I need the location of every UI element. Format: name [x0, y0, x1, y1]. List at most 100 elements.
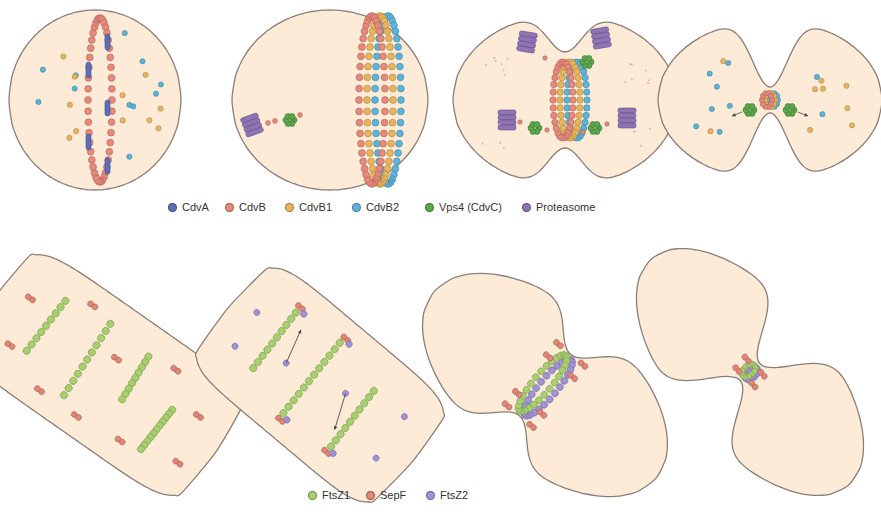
legend-entry: FtsZ1 — [308, 489, 350, 502]
ring-bead — [365, 140, 372, 147]
legend-entry: Vps4 (CdvC) — [425, 201, 502, 214]
free-protein — [400, 412, 408, 420]
degraded-peptide — [648, 79, 650, 81]
proteasome-ring — [516, 45, 535, 53]
degraded-peptide — [631, 78, 633, 80]
ring-bead — [377, 35, 384, 42]
free-protein — [72, 86, 77, 91]
cdva-patch — [105, 158, 110, 174]
vps4-symbol — [783, 104, 797, 117]
free-protein — [543, 56, 547, 60]
ring-bead — [558, 81, 564, 87]
ring-bead — [577, 97, 583, 103]
proteasome-symbol — [618, 108, 636, 128]
ring-bead — [381, 119, 388, 126]
degraded-peptide — [501, 63, 503, 65]
free-protein — [709, 106, 714, 111]
ring-bead — [397, 85, 404, 92]
proteasome-ring — [618, 123, 636, 128]
free-protein — [273, 119, 278, 124]
proteasome-ring — [618, 118, 636, 123]
vps4-subunit — [749, 104, 755, 110]
ring-bead — [551, 81, 557, 87]
ring-bead — [576, 81, 582, 87]
cdva-patch — [86, 62, 91, 78]
degraded-peptide — [649, 128, 651, 130]
degraded-peptide — [493, 57, 495, 59]
vps4-subunit — [534, 122, 540, 128]
ring-bead — [108, 85, 115, 92]
cell-membrane — [232, 10, 428, 190]
ring-bead — [85, 119, 92, 126]
ring-bead — [364, 108, 371, 115]
cell-membrane — [183, 254, 457, 516]
cell — [9, 10, 181, 190]
ring-bead — [393, 35, 400, 42]
ring-bead — [108, 64, 115, 71]
legend-swatch — [308, 491, 317, 500]
filament-bead — [59, 390, 69, 400]
free-protein — [820, 112, 825, 117]
ring-bead — [390, 97, 397, 104]
legend-label: CdvB — [239, 201, 266, 214]
degraded-peptide — [624, 81, 626, 83]
free-protein — [231, 342, 239, 350]
free-protein — [808, 127, 813, 132]
sepf-dimer — [505, 403, 513, 411]
ring-bead — [364, 97, 371, 104]
cell — [658, 29, 881, 171]
ring-bead — [550, 378, 560, 388]
legend-label: CdvB2 — [366, 201, 399, 214]
free-protein — [67, 135, 72, 140]
legend-label: FtsZ2 — [440, 489, 468, 502]
degraded-peptide — [504, 74, 506, 76]
ring-bead — [356, 85, 363, 92]
cell — [453, 22, 677, 178]
sepf-dimer — [74, 413, 82, 421]
free-protein — [156, 126, 161, 131]
sepf-dimer — [174, 367, 182, 375]
free-protein — [721, 59, 726, 64]
movement-arrow — [278, 330, 308, 363]
ring-bead — [385, 158, 392, 165]
ring-bead — [384, 28, 391, 35]
ring-bead — [569, 112, 575, 118]
ring-bead — [584, 97, 590, 103]
cell — [183, 254, 457, 516]
proteasome-symbol — [498, 110, 516, 130]
legend-entry: CdvB2 — [352, 201, 399, 214]
proteasome-ring — [245, 127, 264, 138]
vps4-symbol — [580, 56, 594, 69]
free-protein — [36, 99, 41, 104]
ring-bead — [365, 63, 372, 70]
ring-bead — [389, 85, 396, 92]
ring-bead — [356, 119, 363, 126]
ring-bead — [107, 54, 114, 61]
ring-bead — [356, 74, 363, 81]
ring-bead — [564, 97, 570, 103]
ring-bead — [568, 119, 574, 125]
ring-bead — [372, 74, 379, 81]
sepf-dimer — [556, 342, 564, 350]
filament-bead — [345, 340, 354, 349]
proteasome-symbol — [590, 27, 611, 50]
ring-bead — [398, 97, 405, 104]
sepf-dimer — [8, 343, 16, 351]
ring-bead — [389, 130, 396, 137]
legend-entry: FtsZ2 — [426, 489, 468, 502]
ring-bead — [87, 45, 94, 52]
free-protein — [372, 454, 380, 462]
cdva-patch — [86, 134, 91, 150]
ring-bead — [582, 74, 588, 80]
legend-swatch — [285, 203, 294, 212]
ring-bead — [388, 140, 395, 147]
vps4-symbol — [528, 122, 542, 135]
ring-bead — [360, 158, 367, 165]
ring-bead — [364, 74, 371, 81]
degraded-peptide — [633, 131, 635, 133]
degraded-peptide — [499, 142, 501, 144]
ring-bead — [108, 74, 115, 81]
proteasome-ring — [498, 125, 516, 130]
free-protein — [708, 129, 713, 134]
ring-bead — [573, 69, 579, 75]
